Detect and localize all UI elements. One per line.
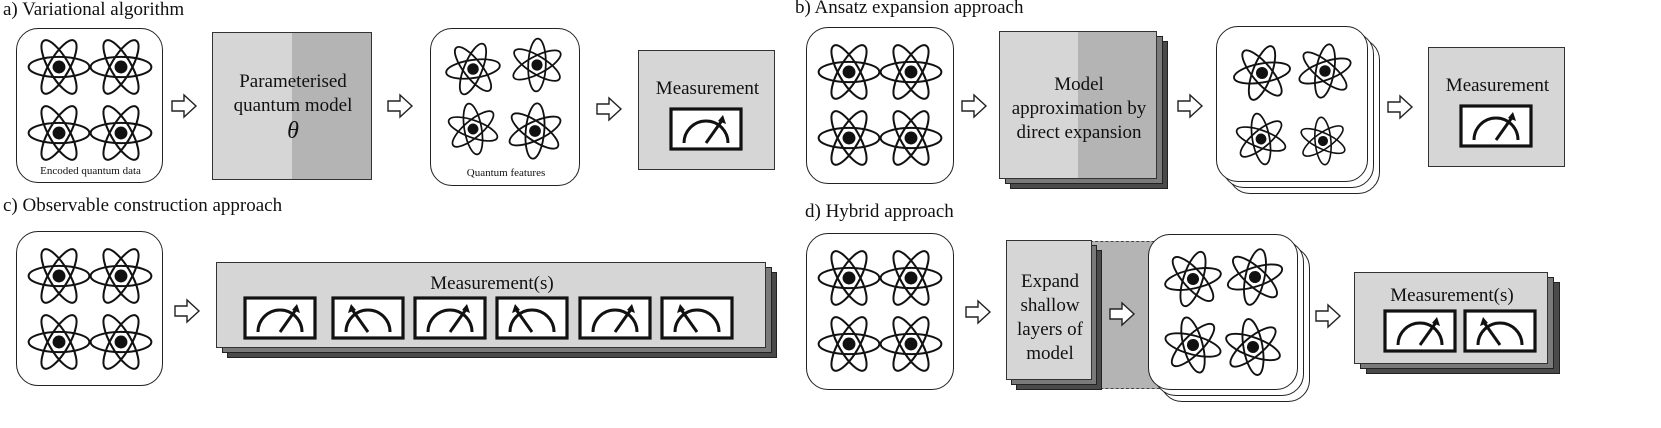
model-b-line-2: approximation by	[1011, 98, 1147, 119]
measurement-box-a: Measurement	[638, 50, 775, 170]
model-expansion-box: Model approximation by direct expansion	[999, 31, 1157, 179]
measurements-box-c: Measurement(s)	[216, 262, 766, 348]
features-box-b	[1216, 26, 1368, 182]
shallow-layers-box: Expand shallow layers of model	[1006, 240, 1092, 380]
arrow-right-icon	[171, 94, 197, 118]
model-d-line-3: layers of	[1017, 319, 1083, 340]
atom-icon	[27, 34, 153, 166]
measurements-box-d: Measurement(s)	[1354, 272, 1548, 364]
measurements-label-c: Measurement(s)	[430, 273, 554, 294]
atom-icon	[438, 27, 576, 172]
meter-icon	[1459, 104, 1533, 148]
arrow-right-icon	[387, 94, 413, 118]
measurement-box-b: Measurement	[1428, 47, 1565, 167]
encoded-data-label: Encoded quantum data	[40, 165, 141, 177]
meter-icon	[660, 296, 734, 340]
features-box-d	[1148, 234, 1298, 390]
panel-d-title: d) Hybrid approach	[805, 201, 954, 222]
parameterised-model-box: Parameterised quantum model θ	[212, 32, 372, 180]
panel-a-title: a) Variational algorithm	[3, 0, 185, 20]
meter-icon	[578, 296, 652, 340]
arrow-right-icon	[1387, 95, 1413, 119]
model-d-line-2: shallow	[1020, 295, 1080, 316]
meter-icon	[1383, 309, 1457, 353]
meter-icon	[495, 296, 569, 340]
meter-icon	[413, 296, 487, 340]
atom-icon	[817, 245, 943, 377]
meter-icon	[243, 296, 317, 340]
input-data-box-c	[16, 231, 163, 386]
panel-c-title: c) Observable construction approach	[3, 195, 283, 216]
input-data-box-b	[806, 27, 954, 184]
arrow-right-icon	[1177, 94, 1203, 118]
quantum-features-box: Quantum features	[430, 27, 580, 186]
quantum-features-label: Quantum features	[466, 167, 546, 179]
measurements-label-d: Measurement(s)	[1390, 285, 1514, 306]
arrow-right-icon	[596, 97, 622, 121]
atom-icon	[817, 39, 943, 171]
input-data-box-d	[806, 233, 954, 390]
meter-icon	[331, 296, 405, 340]
atom-icon	[1157, 239, 1292, 386]
model-d-line-4: model	[1026, 343, 1074, 364]
arrow-right-icon	[961, 94, 987, 118]
arrow-right-icon	[174, 299, 200, 323]
meter-icon	[1463, 309, 1537, 353]
atom-icon	[1226, 34, 1361, 175]
theta-symbol: θ	[287, 118, 299, 144]
meter-icon	[669, 107, 743, 151]
encoded-data-box: Encoded quantum data	[16, 28, 163, 183]
panel-b-title: b) Ansatz expansion approach	[795, 0, 1024, 18]
model-b-line-1: Model	[1054, 74, 1104, 95]
arrow-right-icon	[965, 300, 991, 324]
arrow-right-icon	[1315, 304, 1341, 328]
model-line-1: Parameterised	[239, 71, 347, 92]
atom-icon	[27, 243, 153, 375]
model-line-2: quantum model	[233, 95, 353, 116]
model-b-line-3: direct expansion	[1016, 122, 1142, 143]
measurement-label-a: Measurement	[655, 78, 760, 99]
measurement-label-b: Measurement	[1445, 75, 1550, 96]
arrow-right-icon	[1109, 302, 1135, 326]
model-d-line-1: Expand	[1020, 271, 1080, 292]
